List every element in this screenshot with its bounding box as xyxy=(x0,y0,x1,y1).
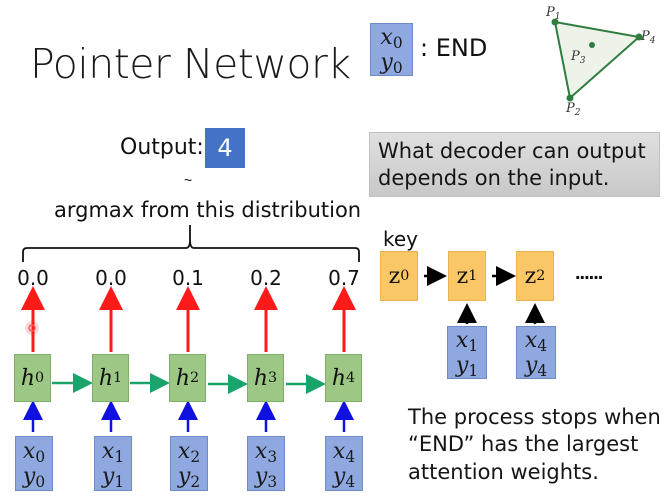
prob-value-4: 0.7 xyxy=(328,266,360,290)
point-p2 xyxy=(566,94,574,102)
input-point-2: x2 y2 xyxy=(170,436,208,491)
label-p3: P3 xyxy=(570,49,586,66)
stop-condition-text: The process stops when “END” has the lar… xyxy=(408,404,661,486)
recurrent-arrows xyxy=(52,373,326,394)
input-point-0: x0 y0 xyxy=(15,436,53,491)
point-p4 xyxy=(635,33,643,41)
sampling-tilde: ~ xyxy=(184,172,193,188)
x-var: x xyxy=(380,25,393,50)
cursor-marker xyxy=(28,324,36,332)
argmax-caption: argmax from this distribution xyxy=(54,198,362,222)
y-sub: 0 xyxy=(392,58,403,77)
prob-value-1: 0.0 xyxy=(95,266,127,290)
y-var: y xyxy=(380,50,393,76)
end-token-box: x0 y0 xyxy=(370,23,413,76)
decoder-input-2: x4 y4 xyxy=(516,326,556,379)
x-sub: 0 xyxy=(392,33,403,52)
slide-title: Pointer Network xyxy=(30,40,351,88)
decoder-input-1: x1 y1 xyxy=(447,326,487,379)
point-p1 xyxy=(551,18,559,26)
input-arrows xyxy=(23,400,354,432)
triangle-figure: P1 P4 P2 P3 xyxy=(545,5,656,118)
output-value-box: 4 xyxy=(205,128,245,168)
prob-value-2: 0.1 xyxy=(172,266,204,290)
stop-line-1: The process stops when xyxy=(408,405,661,429)
prob-value-0: 0.0 xyxy=(17,266,49,290)
note-line-2: depends on the input. xyxy=(378,166,610,191)
label-p2: P2 xyxy=(565,101,581,118)
input-point-1: x1 y1 xyxy=(94,436,132,491)
triangle-shape xyxy=(553,20,642,100)
note-line-1: What decoder can output xyxy=(378,139,646,163)
label-p1: P1 xyxy=(545,5,560,22)
label-p4: P4 xyxy=(640,29,656,46)
decoder-arrows xyxy=(424,266,545,324)
stop-line-2: “END” has the largest xyxy=(408,432,639,457)
decoder-note-box: What decoder can output depends on the i… xyxy=(369,132,660,197)
decoder-ellipsis: ...... xyxy=(575,262,603,284)
end-label: : END xyxy=(420,34,488,62)
output-label: Output: xyxy=(120,135,204,160)
point-p3 xyxy=(589,42,595,48)
attention-arrows xyxy=(21,286,356,352)
distribution-brace xyxy=(22,225,360,262)
prob-value-3: 0.2 xyxy=(250,266,282,290)
input-point-4: x4 y4 xyxy=(325,436,363,491)
key-label: key xyxy=(383,227,419,251)
input-point-3: x3 y3 xyxy=(247,436,285,491)
stop-line-3: attention weights. xyxy=(408,459,599,484)
